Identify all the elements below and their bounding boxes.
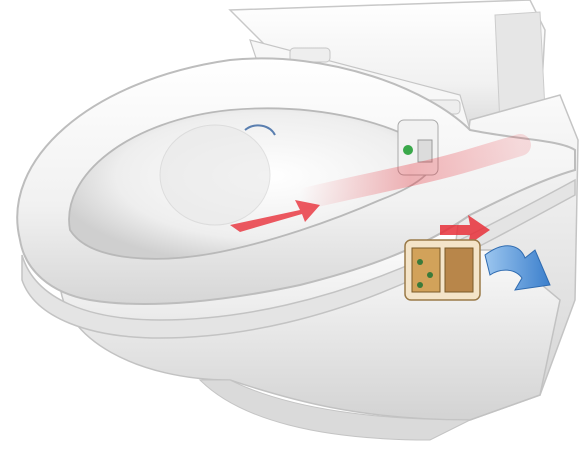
sensor-led-icon xyxy=(403,145,413,155)
odor-filter xyxy=(405,240,480,300)
bowl-cutaway xyxy=(160,125,270,225)
